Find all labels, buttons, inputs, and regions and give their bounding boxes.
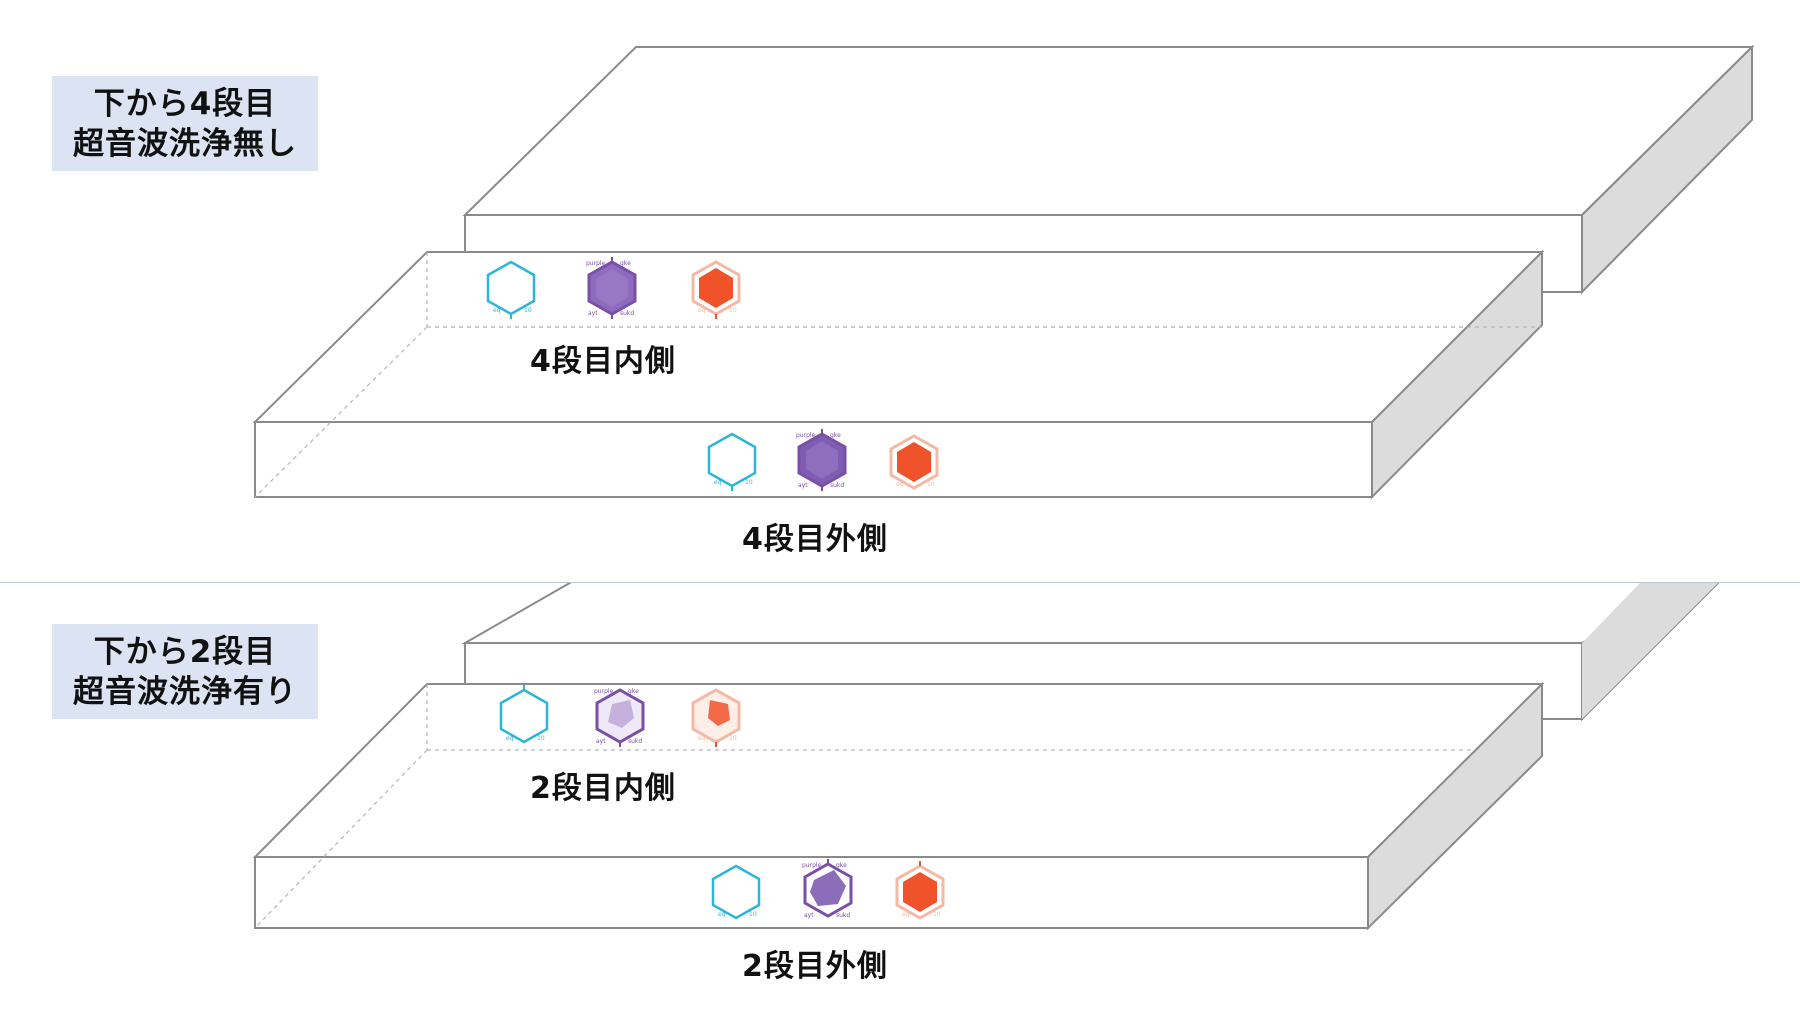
cyan-label-left: eq <box>493 307 501 314</box>
panel-top-inner-caption: 4段目内側 <box>530 344 676 379</box>
svg-text:eq: eq <box>698 307 706 314</box>
panel-top: eq 10 purple gke ayt sukd eq 10 eq 10 <box>0 0 1800 506</box>
panel-top-outer-caption: 4段目外側 <box>742 522 888 557</box>
svg-text:purple: purple <box>802 862 822 869</box>
svg-text:eq: eq <box>902 911 910 918</box>
panel-top-label-line1: 下から4段目 <box>93 85 277 122</box>
svg-text:purple: purple <box>796 432 816 439</box>
cyan-label-right: 10 <box>524 307 532 314</box>
indicator-cyan-inner: eq 10 <box>486 260 536 319</box>
indicator-purple-outer: purple gke ayt sukd <box>796 429 847 491</box>
svg-text:sukd: sukd <box>620 310 634 317</box>
svg-text:10: 10 <box>537 735 545 742</box>
panel-bottom-inner-caption: 2段目内側 <box>530 771 676 806</box>
svg-text:ayt: ayt <box>804 912 814 919</box>
panel-bottom-label-line1: 下から2段目 <box>93 633 277 670</box>
svg-text:eq: eq <box>698 735 706 742</box>
indicator-orange-inner: eq 10 <box>691 260 741 319</box>
indicator-purple-inner: purple gke ayt sukd <box>586 257 637 319</box>
indicator-purple-inner: purple gke ayt sukd <box>594 688 645 747</box>
indicator-cyan-outer: eq 10 <box>707 432 757 491</box>
indicator-purple-outer: purple gke ayt sukd <box>802 859 853 919</box>
svg-text:eq: eq <box>718 911 726 918</box>
svg-text:10: 10 <box>729 735 737 742</box>
svg-text:10: 10 <box>927 481 935 488</box>
indicator-orange-inner: eq 10 <box>691 688 741 747</box>
svg-text:eq: eq <box>506 735 514 742</box>
svg-text:gke: gke <box>628 688 639 695</box>
svg-text:purple: purple <box>594 688 614 695</box>
svg-text:ayt: ayt <box>798 482 808 489</box>
svg-text:sukd: sukd <box>628 738 642 745</box>
svg-text:10: 10 <box>745 479 753 486</box>
panel-bottom-outer-caption: 2段目外側 <box>742 949 888 984</box>
svg-text:eq: eq <box>896 481 904 488</box>
panel-bottom-label-line2: 超音波洗浄有り <box>73 673 297 710</box>
panel-top-label: 下から4段目 超音波洗浄無し <box>52 76 318 171</box>
indicator-orange-outer: eq 10 <box>889 434 939 490</box>
svg-text:sukd: sukd <box>836 912 850 919</box>
svg-text:eq: eq <box>714 479 722 486</box>
trays-diagram-bottom: eq 10 purple gke ayt sukd eq 10 eq 10 <box>252 583 1720 931</box>
trays-diagram-top: eq 10 purple gke ayt sukd eq 10 eq 10 <box>252 44 1755 500</box>
svg-text:gke: gke <box>836 862 847 869</box>
svg-text:sukd: sukd <box>830 482 844 489</box>
svg-text:10: 10 <box>749 911 757 918</box>
svg-text:gke: gke <box>620 260 631 267</box>
svg-text:10: 10 <box>729 307 737 314</box>
panel-bottom-label: 下から2段目 超音波洗浄有り <box>52 624 318 719</box>
back-tray <box>461 583 1720 722</box>
svg-text:ayt: ayt <box>596 738 606 745</box>
panel-top-label-line2: 超音波洗浄無し <box>73 125 297 162</box>
indicator-cyan-outer: eq 10 <box>711 864 761 920</box>
svg-text:10: 10 <box>933 911 941 918</box>
indicator-cyan-inner: eq 10 <box>499 685 549 744</box>
indicator-orange-outer: eq 10 <box>895 861 945 920</box>
panel-bottom: eq 10 purple gke ayt sukd eq 10 eq 10 <box>0 583 1800 1013</box>
svg-text:gke: gke <box>830 432 841 439</box>
svg-text:purple: purple <box>586 260 606 267</box>
svg-text:ayt: ayt <box>588 310 598 317</box>
